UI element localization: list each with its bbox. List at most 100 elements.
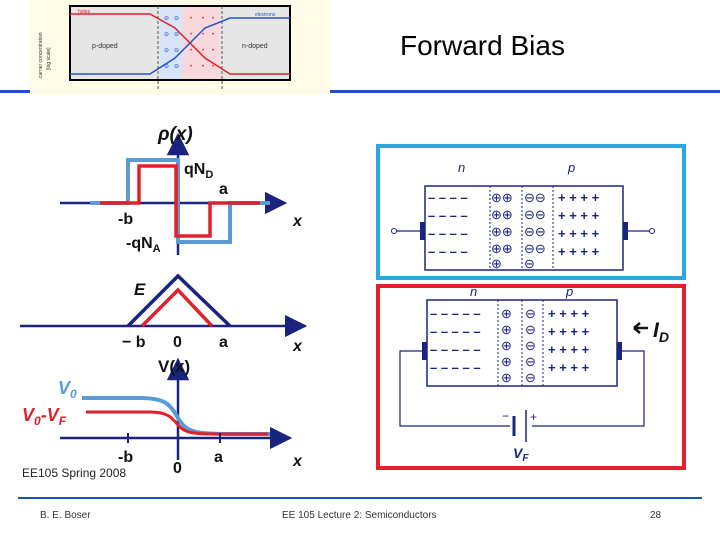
svg-text:⊕: ⊕ [501,370,512,385]
svg-text:+ + + +: + + + + [558,190,600,205]
eq-left-contact [420,222,425,240]
electrons-label: electrons [255,12,276,18]
svg-text:+ + + +: + + + + [558,244,600,259]
eq-n-carriers: – – – –– – – – – – – –– – – – [428,190,468,259]
physics-plots: ρ(x) qND -qNA -b a x E − b 0 a x V(x) V0… [20,124,308,477]
potential-forward-curve [86,410,268,436]
fw-positive-ions: ⊕⊕⊕⊕⊕ [501,306,512,385]
fw-right-contact [617,342,622,360]
depletion-positive-charges: ••• ••• ••• ••• [190,16,214,70]
svg-text:•: • [202,48,204,54]
svg-text:•: • [212,16,214,22]
rho-forward-curve [100,164,260,238]
svg-text:⊕: ⊕ [491,256,502,271]
id-label: ID [653,319,669,345]
svg-text:•: • [202,64,204,70]
svg-text:•: • [190,48,192,54]
svg-text:⊖⊖: ⊖⊖ [524,207,546,222]
slide-title: Forward Bias [400,30,565,61]
equilibrium-frame [376,144,686,280]
eq-positive-ions: ⊕⊕⊕⊕⊕⊕⊕⊕⊕ [491,190,513,271]
eq-right-terminal [649,228,655,234]
svg-text:⊖: ⊖ [164,48,169,54]
svg-text:⊖: ⊖ [164,16,169,22]
svg-text:⊖: ⊖ [524,256,535,271]
inset-ylabel-1: carrier concentration [38,32,44,78]
svg-text:⊕⊕: ⊕⊕ [491,241,513,256]
forward-frame [376,284,686,470]
svg-text:– – – – –: – – – – – [430,342,481,357]
inset-frame [69,5,291,81]
current-arrow-icon [633,322,648,334]
field-forward-curve [140,287,214,328]
equilibrium-junction-body [424,185,624,271]
title-rule [0,90,720,93]
battery-minus: − [502,409,509,423]
footer-author: B. E. Boser [40,510,91,521]
svg-text:⊖: ⊖ [525,322,536,337]
svg-text:– – – – –: – – – – – [430,324,481,339]
potential-equilibrium-curve [82,396,270,436]
depletion-negative-charges: ⊖⊖ ⊖⊖ ⊖⊖ ⊖⊖ [164,16,179,70]
svg-text:⊖⊖: ⊖⊖ [524,241,546,256]
eq-right-contact [623,222,628,240]
potential-zero: 0 [173,460,182,477]
svg-text:•: • [202,32,204,38]
field-x: x [292,338,303,355]
svg-text:⊖: ⊖ [525,338,536,353]
svg-text:⊖: ⊖ [525,354,536,369]
svg-text:+ + + +: + + + + [548,360,590,375]
field-zero: 0 [173,334,182,351]
svg-text:⊕⊕: ⊕⊕ [491,190,513,205]
svg-text:– – – –: – – – – [428,244,468,259]
fw-right-wire [532,350,645,427]
holes-label: holes [78,9,90,15]
svg-text:⊖: ⊖ [164,32,169,38]
rho-a: a [219,181,228,198]
svg-text:⊖: ⊖ [525,306,536,321]
electrons-curve [70,17,290,75]
svg-text:⊕: ⊕ [501,322,512,337]
svg-text:⊖⊖: ⊖⊖ [524,224,546,239]
eq-n-label: n [458,160,465,175]
battery-plus: + [530,410,537,424]
v0-vf-label: V0-VF [22,405,67,428]
svg-text:⊕: ⊕ [501,338,512,353]
forward-junction-body [426,299,618,387]
svg-text:⊖: ⊖ [174,64,179,70]
field-label: E [134,280,146,299]
fw-p-label: p [565,284,573,299]
potential-a: a [214,449,223,466]
svg-text:– – – –: – – – – [428,208,468,223]
depletion-n-side [182,6,220,80]
fw-left-contact [422,342,427,360]
svg-text:⊖: ⊖ [174,16,179,22]
svg-text:⊖: ⊖ [174,32,179,38]
svg-text:⊖⊖: ⊖⊖ [524,190,546,205]
svg-text:+ + + +: + + + + [548,306,590,321]
fw-p-carriers: + + + ++ + + + + + + ++ + + + [548,306,590,375]
fw-n-label: n [470,284,477,299]
svg-text:– – – –: – – – – [428,190,468,205]
course-note: EE105 Spring 2008 [22,466,127,480]
potential-minus-b: -b [118,449,133,466]
inset-ylabel-2: [log scale] [46,47,52,70]
svg-text:•: • [190,32,192,38]
svg-text:⊖: ⊖ [164,64,169,70]
p-doped-label: p-doped [92,43,118,50]
p-doped-region [70,6,160,80]
fw-left-wire [399,350,510,427]
svg-text:⊖: ⊖ [525,370,536,385]
svg-text:+ + + +: + + + + [558,208,600,223]
fw-n-carriers: – – – – –– – – – – – – – – –– – – – – [430,306,481,375]
svg-text:•: • [202,16,204,22]
svg-text:•: • [212,32,214,38]
svg-text:– – – – –: – – – – – [430,360,481,375]
svg-text:⊕⊕: ⊕⊕ [491,207,513,222]
rho-ylabel: ρ(x) [157,124,193,145]
potential-x: x [292,453,303,470]
field-equilibrium-curve [126,273,232,328]
rho-qna-label: -qNA [126,235,161,255]
vf-source-label: VF [513,445,529,464]
eq-left-terminal [391,228,397,234]
